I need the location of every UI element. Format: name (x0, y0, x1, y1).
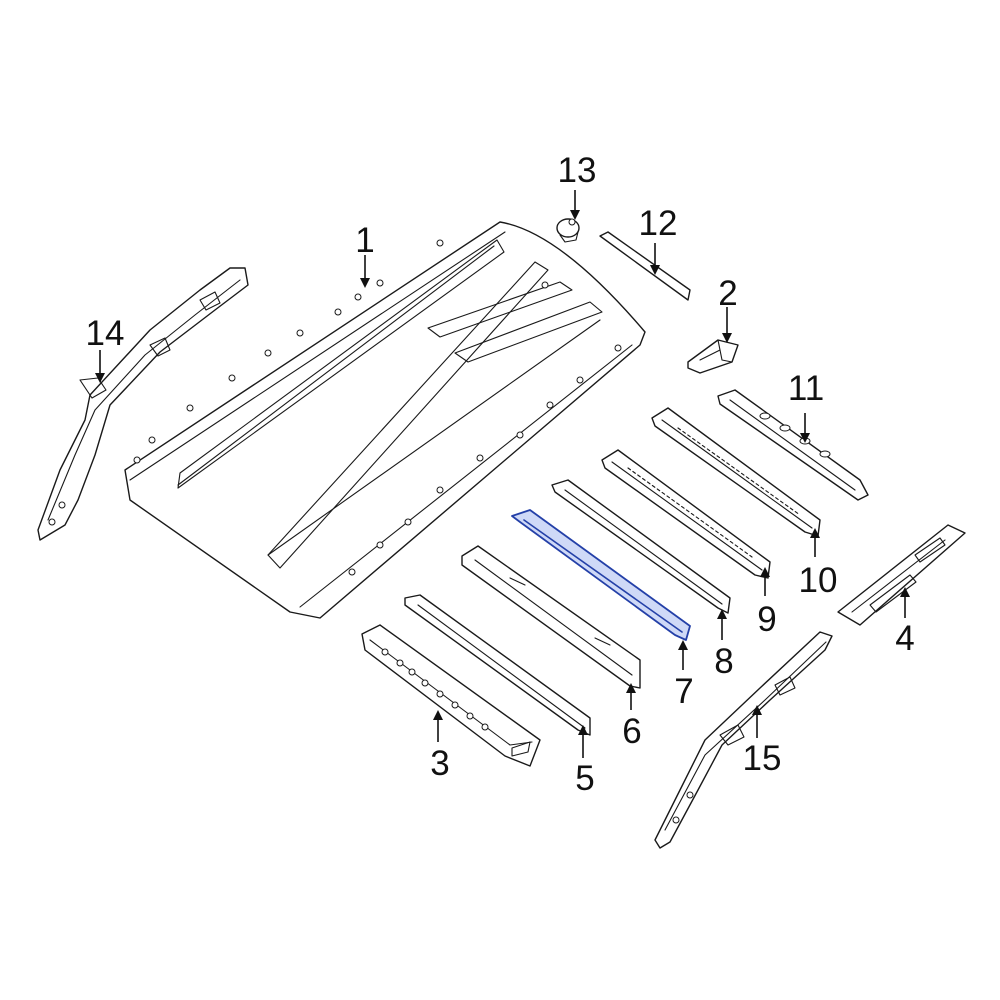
part-1-roof-panel[interactable] (124, 221, 646, 619)
part-6-bow[interactable] (461, 545, 641, 689)
callout-6[interactable]: 6 (622, 712, 641, 751)
callout-4[interactable]: 4 (895, 619, 914, 658)
callout-12[interactable]: 12 (639, 204, 678, 243)
front-header-holes (381, 648, 489, 731)
part-8-bow[interactable] (551, 479, 731, 614)
part-3-front-header[interactable] (361, 624, 541, 767)
callout-9[interactable]: 9 (757, 600, 776, 639)
part-2-bracket[interactable] (687, 339, 739, 374)
callout-8[interactable]: 8 (714, 642, 733, 681)
callout-3[interactable]: 3 (430, 744, 449, 783)
part-15-right-side-rail[interactable] (654, 631, 833, 849)
part-5-bow[interactable] (404, 594, 591, 736)
callout-5[interactable]: 5 (575, 759, 594, 798)
callout-7[interactable]: 7 (674, 672, 693, 711)
part-9-reinforcement[interactable] (601, 449, 771, 579)
part-14-left-side-rail[interactable] (37, 267, 249, 541)
callout-15[interactable]: 15 (743, 739, 782, 778)
callout-2[interactable]: 2 (718, 274, 737, 313)
roof-panel-holes (133, 239, 622, 576)
callout-1[interactable]: 1 (355, 221, 374, 260)
callout-10[interactable]: 10 (799, 561, 838, 600)
part-12-strip[interactable] (599, 231, 691, 301)
callout-13[interactable]: 13 (558, 151, 597, 190)
callout-14[interactable]: 14 (86, 314, 125, 353)
part-13-clip[interactable] (556, 218, 580, 243)
callout-labels: 1 2 3 4 5 6 7 8 9 10 11 12 13 14 15 (86, 151, 915, 798)
callout-11[interactable]: 11 (788, 369, 824, 408)
part-4-plate[interactable] (837, 524, 966, 626)
callout-leaders (95, 190, 910, 758)
